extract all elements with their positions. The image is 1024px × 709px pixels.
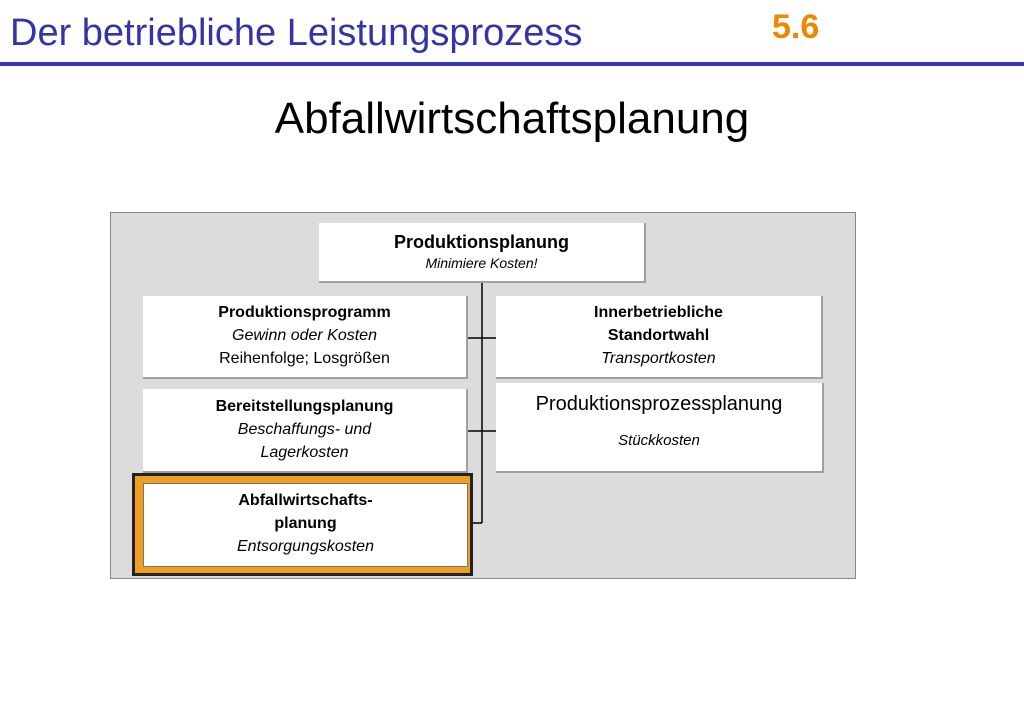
box-subtitle: Transportkosten [601, 350, 716, 367]
box-produktionsplanung: Produktionsplanung Minimiere Kosten! [319, 223, 646, 283]
box-abfallwirtschaftsplanung: Abfallwirtschafts- planung Entsorgungsko… [143, 483, 468, 567]
box-line: Gewinn oder Kosten [232, 327, 377, 344]
box-title: Produktionsprozessplanung [535, 393, 783, 415]
box-subtitle: Stückkosten [618, 432, 700, 449]
box-title-line: Abfallwirtschafts- [238, 492, 373, 509]
header-divider [0, 62, 1024, 66]
box-bereitstellungsplanung: Bereitstellungsplanung Beschaffungs- und… [143, 389, 468, 473]
box-title: Produktionsplanung [394, 232, 569, 252]
box-title-line: Standortwahl [607, 327, 710, 344]
box-line: Lagerkosten [260, 444, 349, 461]
box-line: Beschaffungs- und [237, 421, 372, 438]
box-line: Reihenfolge; Losgrößen [219, 350, 390, 367]
box-title-line: planung [274, 515, 337, 532]
box-title: Bereitstellungsplanung [215, 398, 394, 415]
slide-title: Abfallwirtschaftsplanung [274, 94, 750, 143]
box-title: Produktionsprogramm [218, 304, 391, 321]
section-number: 5.6 [772, 8, 820, 46]
box-subtitle: Entsorgungskosten [237, 538, 374, 555]
box-title-line: Innerbetriebliche [594, 304, 723, 321]
header-title: Der betriebliche Leistungsprozess [10, 12, 583, 54]
box-produktionsprogramm: Produktionsprogramm Gewinn oder Kosten R… [143, 296, 468, 379]
box-standortwahl: Innerbetriebliche Standortwahl Transport… [496, 296, 823, 379]
box-produktionsprozessplanung: Produktionsprozessplanung Stückkosten [496, 383, 824, 473]
box-subtitle: Minimiere Kosten! [425, 255, 538, 271]
